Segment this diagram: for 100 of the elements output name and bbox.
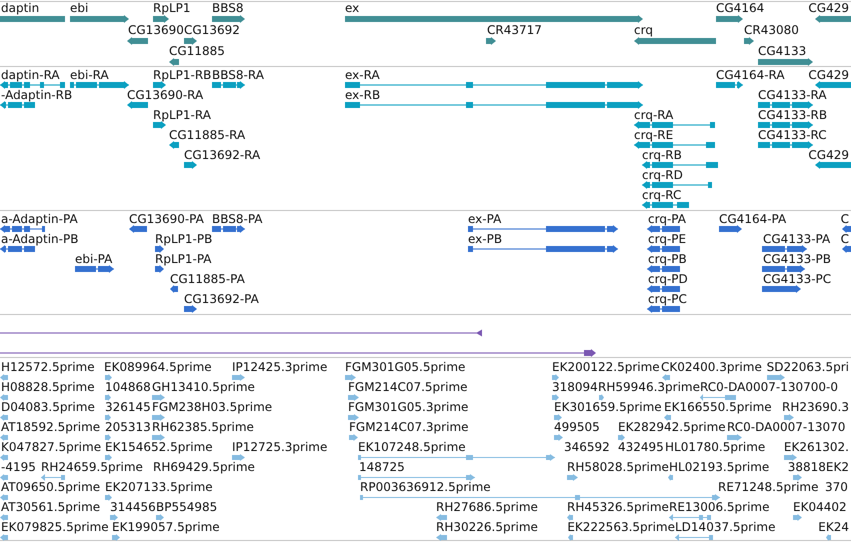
- est-name: AT18592.5prime: [1, 420, 100, 434]
- transcript-name: ex-RB: [345, 88, 380, 102]
- est-name: FGM214C07.5prime: [348, 380, 468, 394]
- protein-name: crq-PD: [648, 272, 688, 286]
- transcript-name: crq-RE: [634, 128, 674, 142]
- transcript-name: CG429: [808, 148, 849, 162]
- protein-name: crq-PE: [648, 232, 686, 246]
- est-name: LD14037.5prime: [675, 520, 776, 534]
- est-name: AT30561.5prime: [1, 500, 100, 514]
- gene-name: BBS8: [212, 1, 244, 15]
- est-name: EK261302.: [784, 440, 849, 454]
- gene-name: CG11885: [169, 44, 225, 58]
- gene-name: RpLP1: [153, 1, 191, 15]
- est-name: EK207133.5prime: [105, 480, 213, 494]
- transcript-name: -Adaptin-RB: [1, 88, 72, 102]
- est-name: EK04402: [793, 500, 847, 514]
- est-name: 104868: [105, 380, 151, 394]
- est-name: 499505: [554, 420, 600, 434]
- est-name: CK02400.3prime: [661, 360, 762, 374]
- est-name: AT09650.5prime: [1, 480, 100, 494]
- est-name: 148725: [359, 460, 405, 474]
- est-name: HL01780.5prime: [665, 440, 766, 454]
- est-name: EK2: [826, 460, 849, 474]
- est-name: K047827.5prime: [1, 440, 102, 454]
- protein-name: crq-PA: [648, 212, 686, 226]
- est-name: FGM238H03.5prime: [152, 400, 272, 414]
- est-name: 318094: [552, 380, 598, 394]
- est-name: FGM301G05.3prime: [348, 400, 468, 414]
- est-name: FGM214C07.3prime: [349, 420, 469, 434]
- est-name: EK154652.5prime: [105, 440, 213, 454]
- est-name: FGM301G05.5prime: [345, 360, 466, 374]
- est-name: 38818: [788, 460, 826, 474]
- gene-name: CG13692: [184, 22, 240, 36]
- transcript-name: RpLP1-RA: [153, 108, 211, 122]
- est-name: 432495: [618, 440, 664, 454]
- est-name: EK301659.5prime: [554, 400, 662, 414]
- transcript-name: crq-RD: [642, 168, 683, 182]
- est-name: RH30226.5prime: [436, 520, 538, 534]
- protein-name: C: [840, 212, 849, 226]
- est-name: EK199057.5prime: [112, 520, 220, 534]
- protein-name: C: [840, 232, 849, 246]
- protein-name: CG4133-PB: [763, 252, 832, 266]
- transcript-name: CG13690-RA: [127, 88, 204, 102]
- protein-name: RpLP1-PA: [155, 252, 212, 266]
- est-name: EK079825.5prime: [1, 520, 109, 534]
- protein-name: ex-PA: [468, 212, 502, 226]
- est-name: EK089964.5prime: [104, 360, 212, 374]
- est-name: 314456: [110, 500, 156, 514]
- est-name: 346592: [564, 440, 610, 454]
- transcript-name: CG429: [808, 68, 849, 82]
- transcript-name: ebi-RA: [70, 68, 109, 82]
- protein-name: crq-PC: [648, 292, 687, 306]
- est-name: 326145: [105, 400, 151, 414]
- protein-name: CG4133-PC: [763, 272, 832, 286]
- transcript-name: daptin-RA: [1, 68, 60, 82]
- transcript-name: crq-RB: [642, 148, 682, 162]
- gene-name: crq: [634, 22, 653, 36]
- transcript-name: RpLP1-RB: [153, 68, 212, 82]
- est-name: RH24659.5prime: [41, 460, 143, 474]
- transcript-name: CG4133-RA: [758, 88, 827, 102]
- est-name: RC0-DA0007-13070: [727, 420, 846, 434]
- transcript-name: CG4164-RA: [716, 68, 785, 82]
- est-name: 370: [825, 480, 848, 494]
- protein-name: a-Adaptin-PB: [1, 232, 78, 246]
- transcript-name: crq-RA: [634, 108, 674, 122]
- est-name: RH23690.3: [782, 400, 849, 414]
- gene-name: daptin: [1, 1, 40, 15]
- est-name: RC0-DA0007-130700-0: [700, 380, 838, 394]
- gene-name: CG429: [808, 1, 849, 15]
- transcript-name: CG11885-RA: [169, 128, 246, 142]
- protein-name: RpLP1-PB: [155, 232, 212, 246]
- protein-name: ebi-PA: [75, 252, 112, 266]
- gene-name: CG4164: [716, 1, 764, 15]
- est-name: EK200122.5prime: [552, 360, 660, 374]
- gene-name: CR43080: [744, 22, 799, 36]
- est-name: RH62385.5prime: [152, 420, 254, 434]
- transcript-name: CG13692-RA: [184, 148, 260, 162]
- est-name: D04083.5prime: [1, 400, 95, 414]
- gene-name: CG4133: [758, 44, 806, 58]
- est-name: RH58028.5prime: [567, 460, 669, 474]
- est-name: RH27686.5prime: [436, 500, 538, 514]
- protein-name: CG4133-PA: [763, 232, 830, 246]
- est-name: EK24: [818, 520, 849, 534]
- est-name: 205313: [105, 420, 151, 434]
- est-name: IP12425.3prime: [232, 360, 328, 374]
- transcript-name: ex-RA: [345, 68, 380, 82]
- est-name: -4195: [1, 460, 36, 474]
- gene-name: CG13690: [128, 22, 184, 36]
- est-name: RE71248.5prime: [718, 480, 818, 494]
- protein-name: CG13690-PA: [129, 212, 204, 226]
- protein-name: CG11885-PA: [170, 272, 245, 286]
- protein-name: a-Adaptin-PA: [1, 212, 78, 226]
- protein-name: ex-PB: [468, 232, 502, 246]
- gene-name: ex: [345, 1, 360, 15]
- est-name: H08828.5prime: [1, 380, 95, 394]
- est-name: RP003636912.5prime: [360, 480, 491, 494]
- gene-name: ebi: [70, 1, 88, 15]
- est-name: EK282942.5prime: [618, 420, 726, 434]
- est-name: RH45326.5prime: [567, 500, 669, 514]
- est-name: H12572.5prime: [1, 360, 95, 374]
